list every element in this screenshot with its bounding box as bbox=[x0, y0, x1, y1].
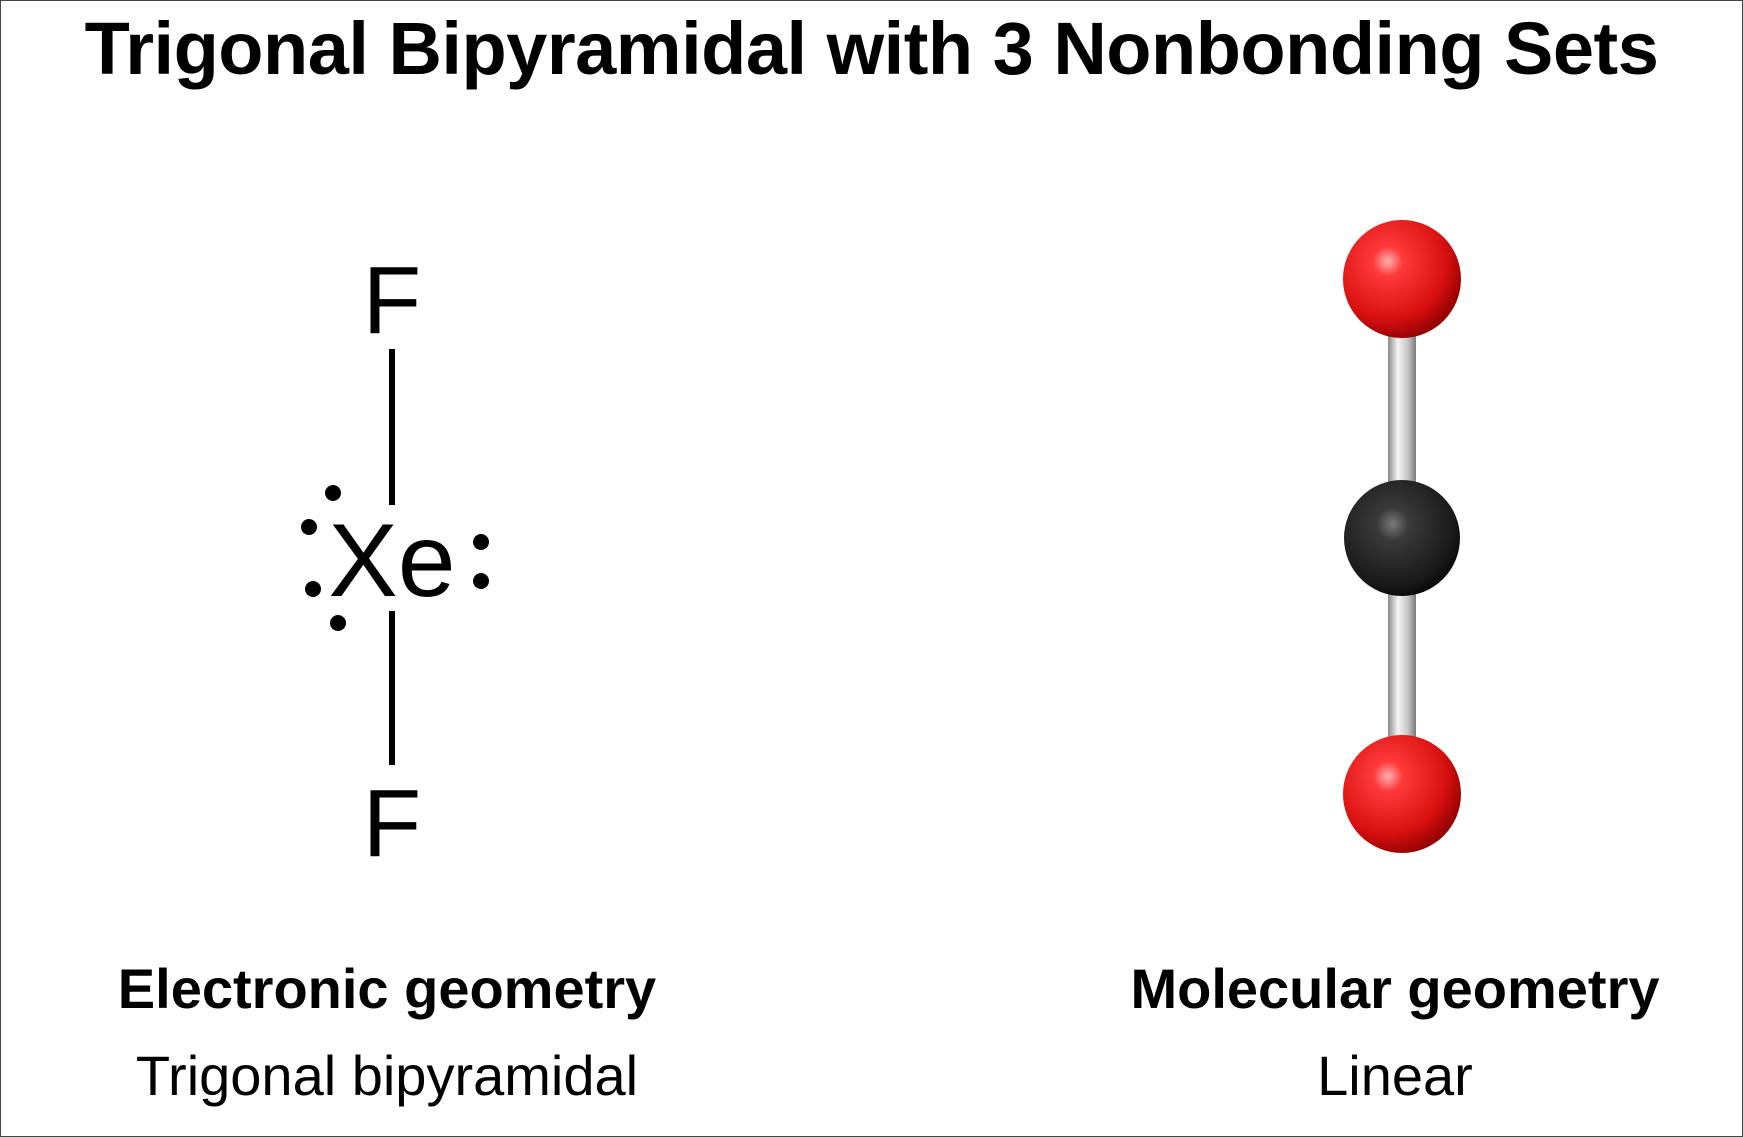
electronic-geometry-value: Trigonal bipyramidal bbox=[135, 1044, 639, 1107]
top-fluorine-ball bbox=[1343, 220, 1461, 338]
lewis-structure: F Xe F bbox=[301, 247, 489, 877]
lewis-top-atom: F bbox=[363, 247, 422, 354]
molecular-geometry-heading: Molecular geometry bbox=[1130, 957, 1660, 1020]
lewis-bottom-atom: F bbox=[363, 770, 422, 877]
central-xenon-ball bbox=[1344, 480, 1460, 596]
lone-pair-upper-left bbox=[301, 485, 341, 535]
electronic-geometry-heading: Electronic geometry bbox=[117, 957, 657, 1020]
page-title: Trigonal Bipyramidal with 3 Nonbonding S… bbox=[84, 7, 1659, 90]
ball-and-stick-model bbox=[1343, 220, 1461, 853]
lone-pair-right bbox=[473, 534, 489, 589]
lewis-central-atom: Xe bbox=[328, 503, 455, 619]
lone-pair-lower-left bbox=[305, 581, 346, 631]
bottom-fluorine-ball bbox=[1343, 735, 1461, 853]
molecular-geometry-value: Linear bbox=[1317, 1044, 1473, 1107]
